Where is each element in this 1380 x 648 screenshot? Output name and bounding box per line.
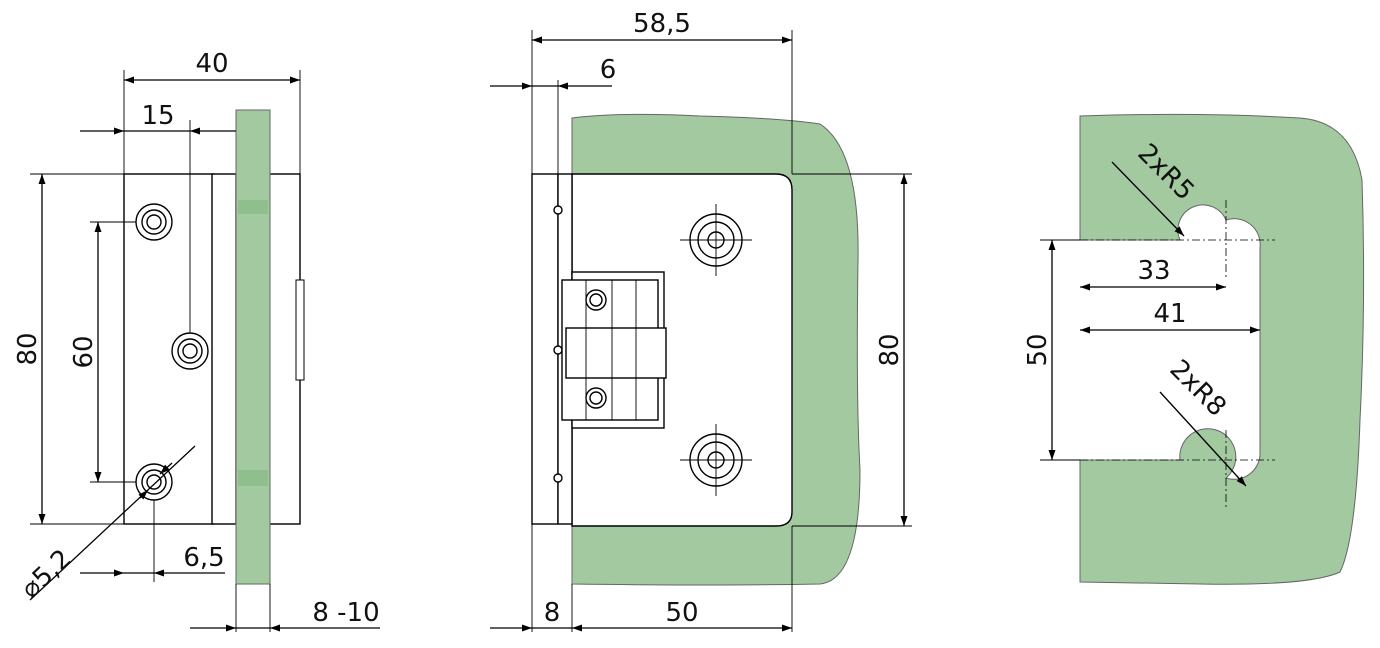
dim-outer-depth: 41 [1153,299,1186,329]
dim-cutout-height: 50 [1023,333,1053,366]
dim-large-radius: 2xR8 [1164,354,1232,422]
screw-hole-bottom [135,463,173,501]
screw-hole-middle [171,332,209,370]
dim-total-width: 40 [195,49,228,79]
dim-base: 8 [544,598,561,628]
left-view: 40 15 80 60 ⌀5,2 6,5 8 -10 [13,49,380,632]
middle-view: 58,5 6 80 8 50 [490,9,912,632]
dim-hole-diameter: ⌀5,2 [15,544,77,605]
glass-panel [235,109,271,585]
right-view: 2xR5 33 41 50 2xR8 [1023,113,1365,585]
hinge-knuckle [561,271,667,429]
dim-hole-offset: 15 [141,101,174,131]
dim-flange: 6 [600,55,617,85]
hinge-plate-edge [211,173,237,525]
clamp-plate [267,173,301,525]
dim-overall-width: 58,5 [633,9,691,39]
dim-glass-thickness: 8 -10 [312,598,379,628]
screw-bottom [680,424,752,496]
dim-plate-width: 50 [665,598,698,628]
screw-top [680,204,752,276]
dim-hole-spacing: 60 [69,335,99,368]
screw-hole-top [135,203,173,241]
dim-height: 80 [13,332,43,365]
glass-with-cutout [1079,113,1365,585]
dim-inner-depth: 33 [1137,256,1170,286]
dim-height: 80 [875,333,905,366]
dim-hole-edge: 6,5 [183,543,224,573]
hinge-plate [571,173,793,527]
